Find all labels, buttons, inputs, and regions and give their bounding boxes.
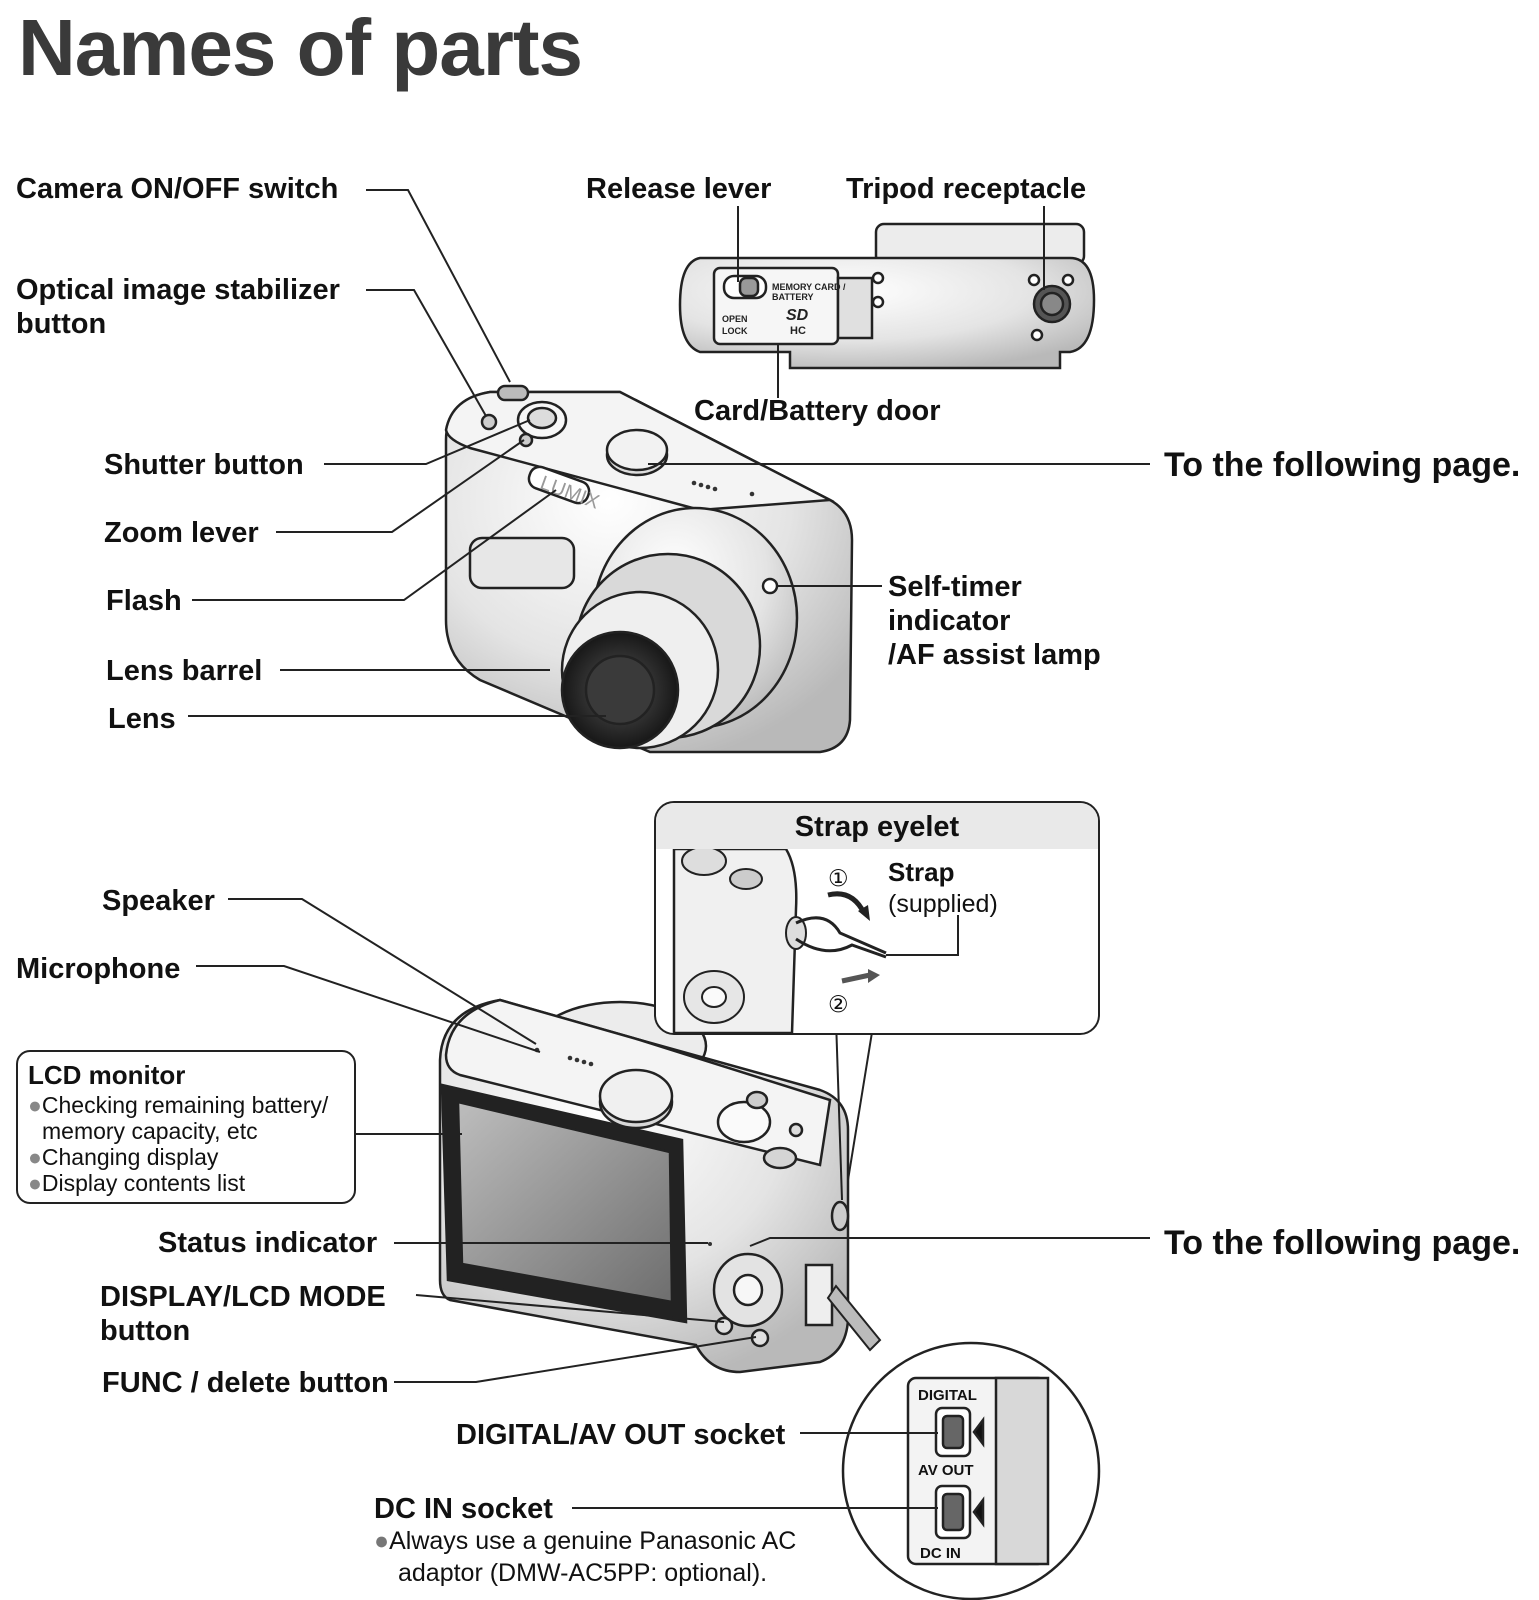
strap-supplied-label: (supplied): [888, 890, 998, 918]
label-on-off-switch: Camera ON/OFF switch: [16, 173, 339, 205]
label-lens-barrel: Lens barrel: [106, 655, 263, 687]
label-shutter-button: Shutter button: [104, 449, 304, 481]
dc-in-note-1: ●Always use a genuine Panasonic AC: [374, 1527, 797, 1555]
label-zoom-lever: Zoom lever: [104, 517, 259, 549]
camera-rear-view: [438, 998, 850, 1374]
label-card-battery-door: Card/Battery door: [694, 395, 941, 427]
strap-illustration: [672, 849, 959, 1033]
lock-mark: LOCK: [722, 326, 748, 336]
label-display-button-1: DISPLAY/LCD MODE: [100, 1281, 386, 1313]
label-tripod-receptacle: Tripod receptacle: [846, 173, 1087, 205]
lcd-item-3: ●Display contents list: [28, 1170, 246, 1196]
strap-label: Strap: [888, 857, 955, 887]
dcin-socket-mark: DC IN: [920, 1545, 961, 1562]
strap-step2: ②: [828, 991, 849, 1017]
strap-eyelet-heading: Strap eyelet: [656, 803, 1098, 849]
label-speaker: Speaker: [102, 885, 215, 917]
memory-mark: MEMORY CARD /: [772, 282, 846, 292]
label-microphone: Microphone: [16, 953, 181, 985]
avout-socket-mark: AV OUT: [918, 1462, 974, 1479]
label-lens: Lens: [108, 703, 176, 735]
dc-in-note-2: adaptor (DMW-AC5PP: optional).: [398, 1559, 768, 1587]
camera-bottom-view: [678, 222, 1096, 370]
label-flash: Flash: [106, 585, 182, 617]
label-ois-button-1: Optical image stabilizer: [16, 274, 340, 306]
lcd-monitor-heading: LCD monitor: [28, 1060, 186, 1090]
following-page-link-1[interactable]: To the following page.: [1164, 446, 1521, 484]
label-self-timer-2: indicator: [888, 605, 1011, 637]
lcd-monitor-box: LCD monitor ●Checking remaining battery/…: [16, 1050, 356, 1204]
label-release-lever: Release lever: [586, 173, 772, 205]
sd-mark: SD: [786, 307, 809, 324]
label-status-indicator: Status indicator: [158, 1227, 378, 1259]
hc-mark: HC: [790, 325, 806, 337]
label-digital-av-out-socket: DIGITAL/AV OUT socket: [456, 1419, 786, 1451]
lcd-item-1-cont: memory capacity, etc: [42, 1118, 258, 1144]
page-title: Names of parts: [18, 3, 583, 92]
camera-front-view: [444, 384, 854, 754]
lcd-item-1: ●Checking remaining battery/: [28, 1092, 329, 1118]
battery-mark: BATTERY: [772, 292, 814, 302]
strap-step1: ①: [828, 865, 849, 891]
following-page-link-2[interactable]: To the following page.: [1164, 1224, 1521, 1262]
label-ois-button-2: button: [16, 308, 107, 340]
leader-lines: [188, 189, 1150, 1509]
digital-socket-mark: DIGITAL: [918, 1387, 977, 1404]
strap-eyelet-box: Strap eyelet ① ② Strap (supplied): [654, 801, 1100, 1035]
open-mark: OPEN: [722, 314, 748, 324]
label-func-delete-button: FUNC / delete button: [102, 1367, 389, 1399]
label-dc-in-socket: DC IN socket: [374, 1493, 553, 1525]
lcd-item-2: ●Changing display: [28, 1144, 219, 1170]
label-self-timer-1: Self-timer: [888, 571, 1022, 603]
label-display-button-2: button: [100, 1315, 191, 1347]
label-self-timer-3: /AF assist lamp: [888, 639, 1101, 671]
